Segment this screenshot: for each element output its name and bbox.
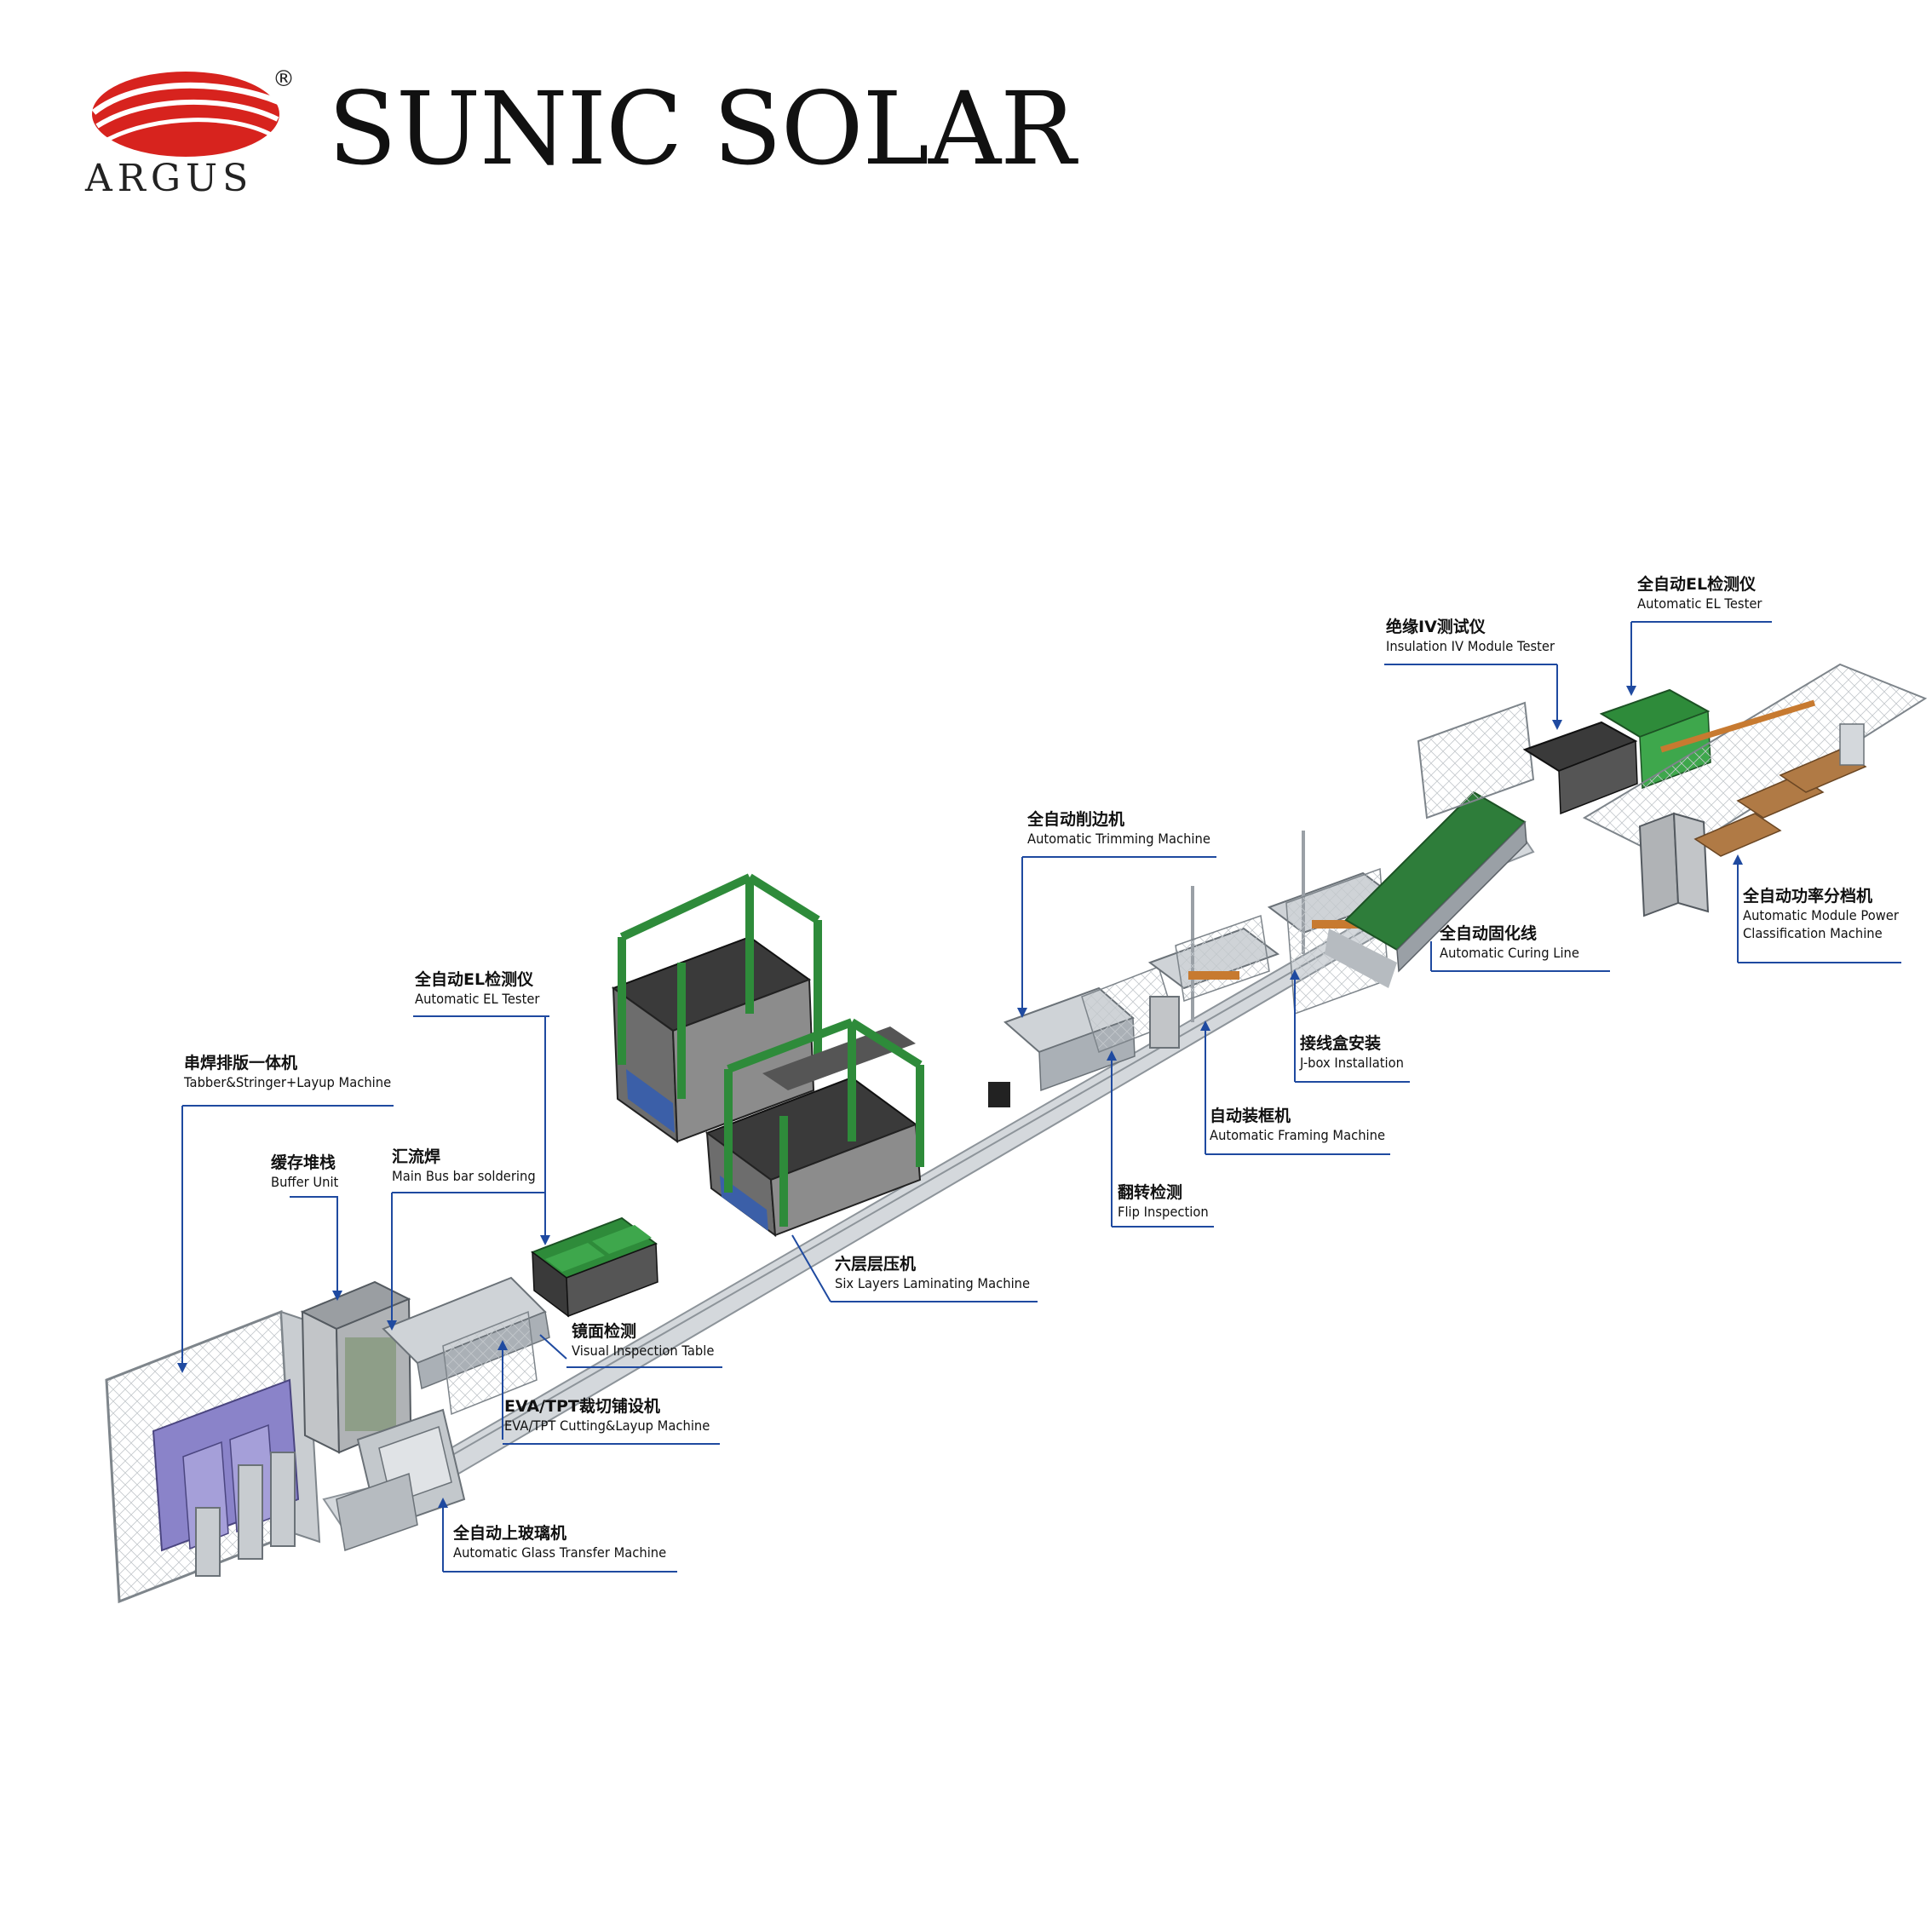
label-en: Tabber&Stringer+Layup Machine: [184, 1073, 392, 1090]
label-eva: EVA/TPT裁切铺设机 EVA/TPT Cutting&Layup Machi…: [504, 1397, 727, 1435]
label-cn: 串焊排版一体机: [184, 1054, 298, 1072]
label-cn: 翻转检测: [1118, 1183, 1183, 1202]
label-laminator: 六层层压机 Six Layers Laminating Machine: [835, 1255, 1047, 1292]
label-en: EVA/TPT Cutting&Layup Machine: [504, 1417, 710, 1434]
tabber-stringer-machine: [105, 1309, 321, 1604]
leader-arrowheads: [177, 686, 1743, 1508]
label-en: Automatic Trimming Machine: [1027, 830, 1210, 847]
label-cn: 自动装框机: [1210, 1107, 1291, 1125]
label-en: Automatic Framing Machine: [1210, 1126, 1386, 1143]
framing-machine: [1147, 886, 1280, 1049]
label-iv: 绝缘IV测试仪 Insulation IV Module Tester: [1386, 618, 1569, 655]
label-en: Insulation IV Module Tester: [1386, 637, 1555, 654]
label-cn: 全自动功率分档机: [1743, 887, 1873, 906]
label-trimming: 全自动削边机 Automatic Trimming Machine: [1027, 810, 1227, 848]
power-classification-cell: [1582, 663, 1928, 917]
busbar-soldering-conveyor: [382, 1276, 550, 1416]
label-framing: 自动装框机 Automatic Framing Machine: [1210, 1107, 1400, 1144]
label-en: Flip Inspection: [1118, 1203, 1209, 1220]
label-en: Main Bus bar soldering: [392, 1167, 536, 1184]
curing-line: [1325, 791, 1527, 988]
label-en: Automatic Module Power: [1743, 906, 1899, 923]
label-cn: 接线盒安装: [1300, 1034, 1382, 1053]
label-cn: 全自动固化线: [1440, 924, 1538, 943]
brand-title: SUNIC SOLAR: [328, 70, 1076, 187]
iv-el-tester-cell: [1417, 688, 1711, 819]
label-tabber: 串焊排版一体机 Tabber&Stringer+Layup Machine: [184, 1054, 409, 1091]
glass-transfer-machine: [336, 1408, 466, 1552]
laminator-left: [611, 873, 822, 1143]
label-flip: 翻转检测 Flip Inspection: [1118, 1183, 1216, 1221]
label-el1: 全自动EL检测仪 Automatic EL Tester: [415, 970, 550, 1008]
label-cn: 全自动EL检测仪: [415, 970, 534, 989]
label-cn: 绝缘IV测试仪: [1386, 618, 1486, 636]
label-cn: 全自动削边机: [1027, 810, 1125, 829]
label-en: Automatic EL Tester: [415, 990, 540, 1007]
label-busbar: 汇流焊 Main Bus bar soldering: [392, 1147, 548, 1185]
label-cn: 六层层压机: [835, 1255, 917, 1274]
label-cn: 缓存堆栈: [271, 1153, 336, 1172]
label-el2: 全自动EL检测仪 Automatic EL Tester: [1637, 575, 1773, 612]
argus-logo-icon: [91, 72, 281, 157]
registered-mark: ®: [273, 66, 295, 92]
label-en: Six Layers Laminating Machine: [835, 1274, 1031, 1291]
label-en: Buffer Unit: [271, 1173, 339, 1190]
label-en-line2: Classification Machine: [1743, 925, 1883, 942]
label-cn: 全自动上玻璃机: [453, 1524, 567, 1543]
label-cn: 镜面检测: [572, 1322, 637, 1341]
logo-text: ARGUS: [85, 157, 254, 200]
label-power: 全自动功率分档机 Automatic Module Power Classifi…: [1743, 887, 1912, 943]
label-cn: 汇流焊: [392, 1147, 441, 1166]
label-underlines: [182, 621, 1901, 1573]
el-tester-1: [530, 1216, 658, 1318]
label-cn: 全自动EL检测仪: [1637, 575, 1757, 594]
label-en: Automatic EL Tester: [1637, 595, 1762, 612]
label-buffer: 缓存堆栈 Buffer Unit: [271, 1153, 344, 1191]
label-cn: EVA/TPT裁切铺设机: [504, 1397, 660, 1416]
label-en: Automatic Glass Transfer Machine: [453, 1544, 667, 1561]
label-en: Automatic Curing Line: [1440, 944, 1579, 961]
label-en: Visual Inspection Table: [572, 1342, 715, 1359]
laminator-right: [704, 1018, 924, 1238]
label-curing: 全自动固化线 Automatic Curing Line: [1440, 924, 1591, 962]
label-en: J-box Installation: [1300, 1054, 1404, 1071]
label-jbox: 接线盒安装 J-box Installation: [1300, 1034, 1413, 1072]
label-visual: 镜面检测 Visual Inspection Table: [572, 1322, 727, 1360]
label-glass: 全自动上玻璃机 Automatic Glass Transfer Machine: [453, 1524, 685, 1561]
